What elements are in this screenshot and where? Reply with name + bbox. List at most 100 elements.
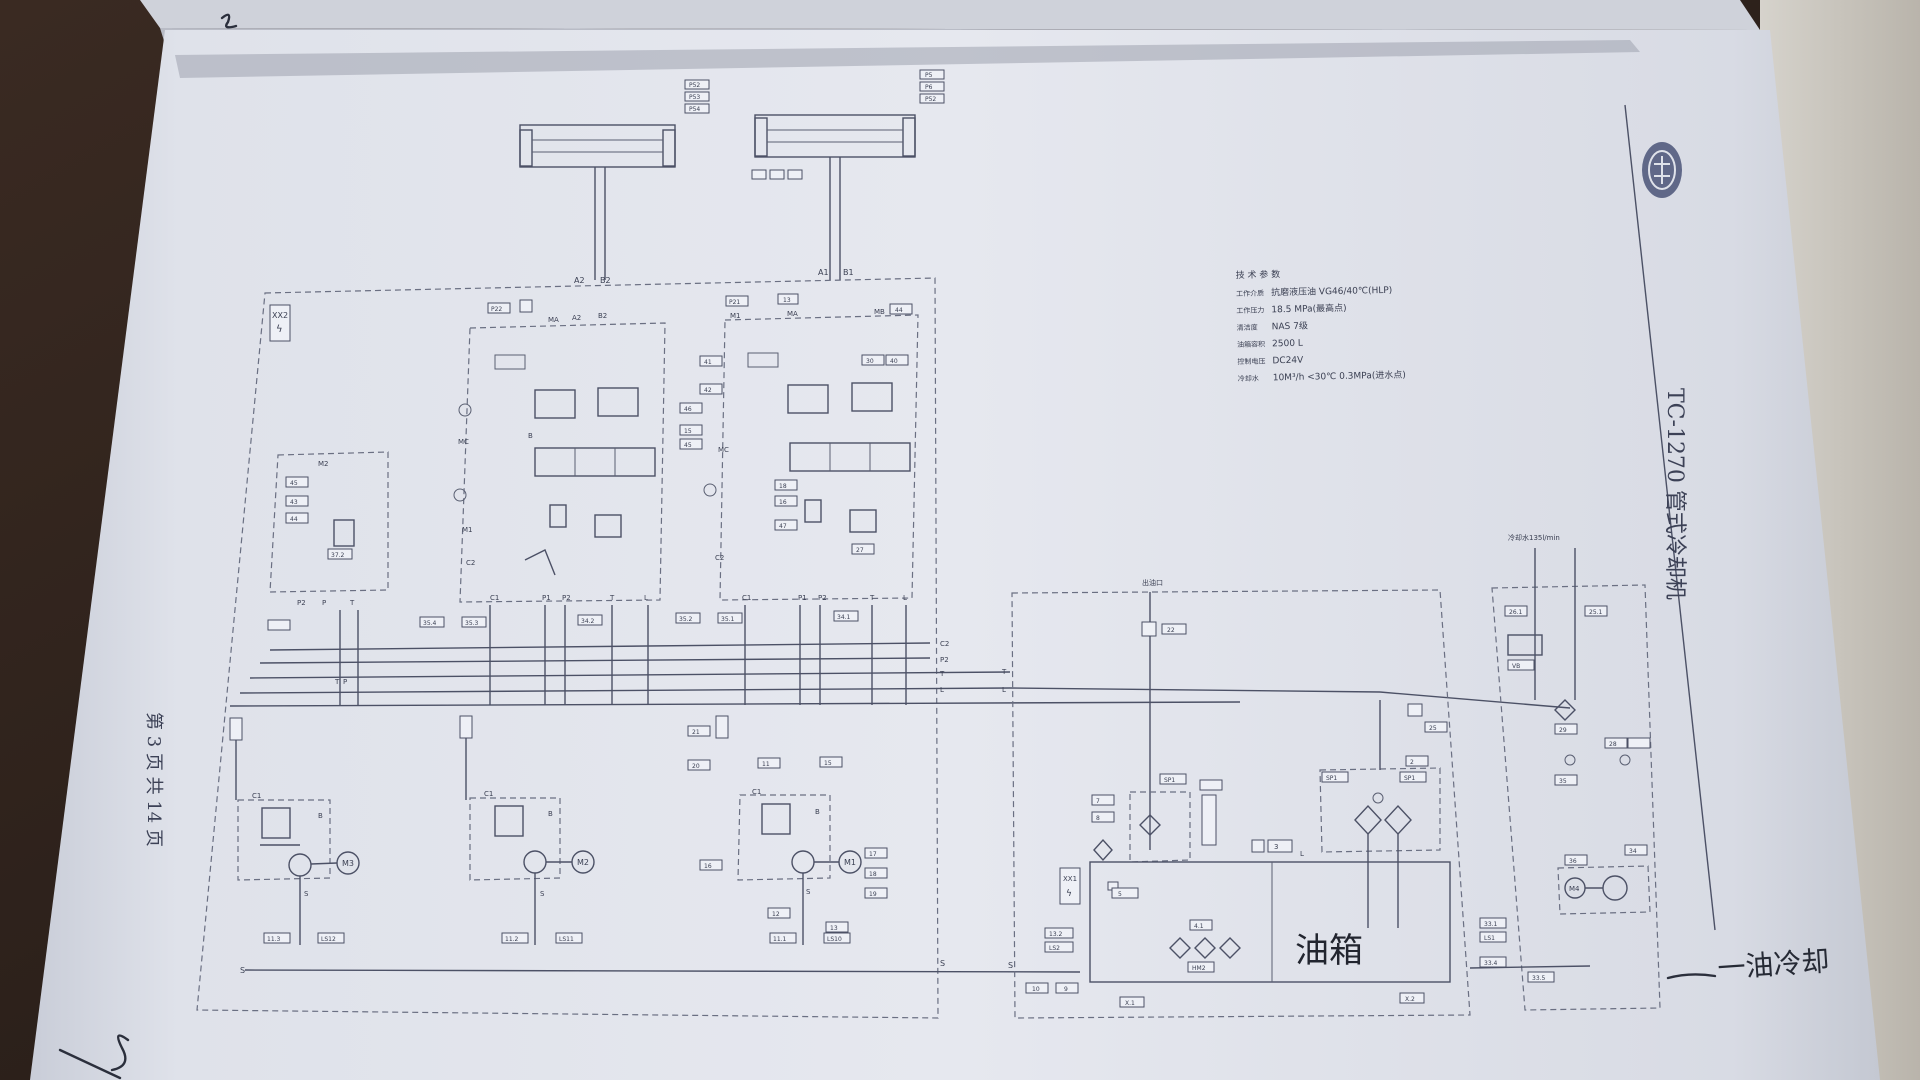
- tech-row-5-label: 控制电压: [1237, 356, 1265, 366]
- valve1-in-tag-5: 47: [779, 523, 787, 530]
- lightning-icon: ϟ: [276, 324, 283, 335]
- tech-row-5-value: DC24V: [1272, 356, 1304, 367]
- left1-tag-4: 15: [684, 428, 692, 435]
- tank-tag-5: 5: [1118, 891, 1122, 898]
- valve2-port-t: T: [609, 594, 615, 602]
- port-a1: A1: [818, 268, 829, 277]
- m2-port-t: T: [349, 599, 355, 607]
- motor-m2-label: M2: [577, 858, 589, 867]
- pipe-l2-label: L: [1002, 686, 1006, 694]
- tank-bottom-tag-x1: X.1: [1125, 1000, 1135, 1007]
- title-block-border: [1624, 104, 1716, 931]
- tech-row-4-label: 油箱容积: [1237, 339, 1265, 349]
- pump-unit-3: M3 C1 B S 11.3 LS12: [229, 717, 360, 945]
- pump1-tag-2: LS10: [827, 936, 842, 943]
- pump-unit-2: M2 C1 B S 11.2 LS11: [459, 715, 595, 945]
- m2-port-p2: P2: [297, 599, 306, 607]
- handwritten-mark-top: [220, 13, 238, 29]
- drawing-title: TC-1270 管式冷却机: [1662, 388, 1687, 600]
- pump1-tag-1: 11.1: [773, 936, 787, 943]
- m2-tag-3: 44: [290, 516, 298, 523]
- valve1-port-l: L: [903, 594, 907, 602]
- valve1-in-tag-2: 40: [890, 358, 898, 365]
- pump1-c-tag-5: 16: [704, 863, 712, 870]
- tech-row-1-label: 工作介质: [1236, 288, 1264, 298]
- tag-top-3: [684, 103, 710, 114]
- pump1-c-tag-8: 19: [869, 891, 877, 898]
- tech-params-heading: 技 术 参 数: [1236, 268, 1281, 281]
- cooler-tag-33-4: 33.4: [1484, 960, 1498, 967]
- return-sp1-label-2: SP1: [1404, 775, 1415, 782]
- tank-tag-4-1: 4.1: [1194, 923, 1204, 930]
- pump1-c-tag-9: 12: [772, 911, 780, 918]
- cylinder-assembly-1: P5 P6 P52: [751, 69, 945, 280]
- handwritten-mark-bottom: [58, 1034, 130, 1080]
- tank-tag-hm2: HM2: [1192, 965, 1206, 972]
- valve2-port-m1: M1: [462, 526, 473, 534]
- cooler-tag-29: 29: [1559, 727, 1567, 734]
- valve2-port-p1: P1: [542, 594, 551, 602]
- valve1-port-t: T: [869, 594, 875, 602]
- tag-top-1: [684, 79, 710, 90]
- tech-row-2-value: 18.5 MPa(最高点): [1271, 302, 1346, 316]
- tech-row-6-label: 冷却水: [1238, 374, 1259, 383]
- left-system-frame: [196, 277, 939, 1019]
- main-pipelines: C2 P2 T L T L T P S S S: [229, 605, 1571, 975]
- tag-top-4-text: P5: [925, 72, 933, 79]
- xx2-box: [269, 304, 291, 342]
- tank-bottom-tag-10: 10: [1032, 986, 1040, 993]
- cooler-tag-34: 34: [1629, 848, 1637, 855]
- cooler-tag-vb: VB: [1512, 663, 1520, 670]
- valve1-tag-2: 13: [783, 297, 791, 304]
- paper-top-shadow: [175, 40, 1640, 78]
- left1-tag-3: 46: [684, 406, 692, 413]
- bottom-a-tag-3: 34.2: [581, 618, 595, 625]
- m2-block-label: M2: [318, 460, 329, 468]
- motor-m3-label: M3: [342, 859, 354, 868]
- left1-tag-1: 41: [704, 359, 712, 366]
- tech-row-2-label: 工作压力: [1236, 305, 1264, 315]
- tech-parameters: 技 术 参 数 工作介质 抗磨液压油 VG46/40℃(HLP) 工作压力 18…: [1236, 268, 1406, 383]
- bottom-a-tag-5: 35.1: [721, 616, 735, 623]
- left-tag-column-1: 41 42 46 15 45: [679, 355, 723, 450]
- xx2-label: XX2: [272, 311, 288, 320]
- pipe-c2-label: C2: [940, 640, 949, 648]
- cooling-water-note: 冷却水135l/min: [1508, 533, 1560, 542]
- filter-sp1-label: SP1: [1164, 777, 1175, 784]
- tank-tag-2: 2: [1410, 759, 1414, 766]
- pump3-tag-2: LS12: [321, 936, 336, 943]
- valve1-tag-3: 44: [895, 307, 903, 314]
- cooler-tag-28: 28: [1609, 741, 1617, 748]
- pump1-c-tag-7: 18: [869, 871, 877, 878]
- suction-s-right: S: [1008, 961, 1013, 970]
- tag-top-6-text: P52: [925, 96, 936, 103]
- valve2-tag-1: P22: [491, 306, 502, 313]
- motor-m1-label: M1: [844, 858, 856, 867]
- pump1-c-tag-4: 15: [824, 760, 832, 767]
- pipe-p2-label: P2: [940, 656, 949, 664]
- company-logo: [1642, 142, 1682, 198]
- valve2-port-c1: C1: [490, 594, 499, 602]
- cooler-tag-36: 36: [1569, 858, 1577, 865]
- left1-tag-2: 42: [704, 387, 712, 394]
- valve1-port-m1: M1: [730, 312, 741, 320]
- pump2-s: S: [540, 890, 545, 898]
- pipe-tp-t: T: [334, 678, 340, 686]
- return-sp1-label: SP1: [1326, 775, 1337, 782]
- tag-top-1-text: P52: [689, 82, 700, 89]
- m2-block: M2 45 43 44 37.2 P2 P T: [269, 451, 389, 607]
- valve1-port-c1: C1: [742, 594, 751, 602]
- handwritten-note: 一油冷却: [1716, 944, 1830, 985]
- pipe-t-label: T: [939, 670, 945, 678]
- valve1-in-tag-3: 18: [779, 483, 787, 490]
- tech-row-3-label: 清洁度: [1237, 323, 1258, 332]
- m2-tag-1: 45: [290, 480, 298, 487]
- suction-s-left: S: [240, 966, 245, 975]
- tank-bottom-tag-13-2: 13.2: [1049, 931, 1063, 938]
- page-curl-top: [140, 0, 1760, 30]
- pump1-s: S: [806, 888, 811, 896]
- pipe-l-label: L: [940, 686, 944, 694]
- pump1-c-tag-6: 17: [869, 851, 877, 858]
- pump1-c-tag-2: 20: [692, 763, 700, 770]
